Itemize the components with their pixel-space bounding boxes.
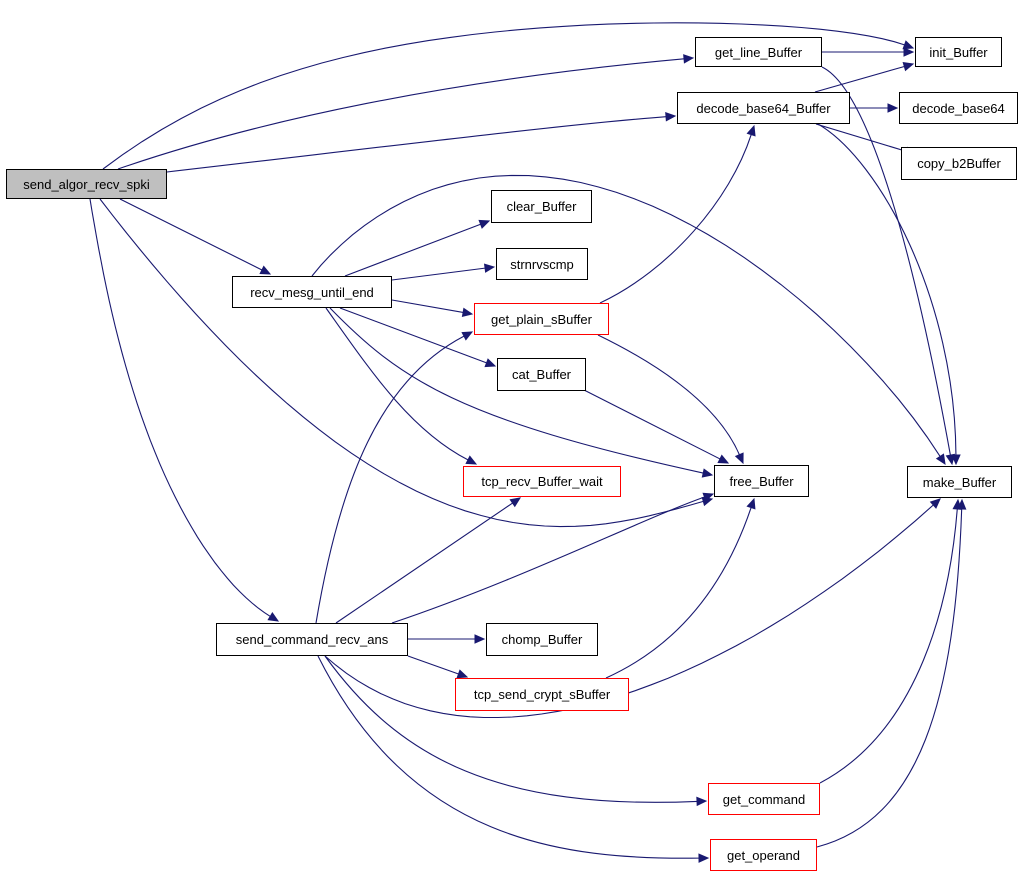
arrowhead-send_command_recv_ans-to-get_operand [698, 853, 710, 863]
arrowhead-get_line_Buffer-to-init_Buffer [903, 47, 915, 57]
arrowhead-send_command_recv_ans-to-get_command [696, 796, 708, 807]
arrowhead-recv_mesg_until_end-to-tcp_recv_Buffer_wait [465, 455, 478, 465]
node-send-algor-recv-spki: send_algor_recv_spki [6, 169, 167, 199]
node-chomp-buffer[interactable]: chomp_Buffer [486, 623, 598, 656]
arrowhead-send_algor_recv_spki-to-decode_base64_Buffer [665, 111, 677, 122]
arrowhead-tcp_send_crypt_sBuffer-to-free_Buffer [746, 497, 756, 510]
edge-send_command_recv_ans-to-get_plain_sBuffer [315, 335, 465, 624]
edge-recv_mesg_until_end-to-clear_Buffer [344, 223, 481, 277]
node-cat-buffer[interactable]: cat_Buffer [497, 358, 586, 391]
edge-decode_base64_Buffer-to-init_Buffer [814, 65, 905, 93]
edge-send_command_recv_ans-to-tcp_send_crypt_sBuffer [407, 655, 459, 675]
edge-recv_mesg_until_end-to-make_Buffer [311, 174, 941, 457]
node-init-buffer[interactable]: init_Buffer [915, 37, 1002, 67]
edge-send_algor_recv_spki-to-get_line_Buffer [117, 58, 685, 170]
arrowhead-decode_base64_Buffer-to-decode_base64 [887, 103, 899, 113]
node-get-line-buffer[interactable]: get_line_Buffer [695, 37, 822, 67]
edge-send_algor_recv_spki-to-init_Buffer [102, 22, 905, 170]
arrowhead-send_command_recv_ans-to-get_plain_sBuffer [461, 331, 474, 341]
arrowhead-cat_Buffer-to-free_Buffer [717, 454, 730, 464]
arrowhead-send_command_recv_ans-to-make_Buffer [929, 498, 941, 509]
node-recv-mesg-until-end[interactable]: recv_mesg_until_end [232, 276, 392, 308]
edge-send_algor_recv_spki-to-decode_base64_Buffer [166, 116, 667, 173]
edge-decode_base64_Buffer-to-make_Buffer [817, 123, 957, 456]
edge-send_command_recv_ans-to-make_Buffer [324, 504, 934, 719]
node-tcp-recv-buffer-wait[interactable]: tcp_recv_Buffer_wait [463, 466, 621, 497]
arrowhead-recv_mesg_until_end-to-clear_Buffer [478, 219, 491, 229]
edge-send_algor_recv_spki-to-free_Buffer [99, 198, 704, 528]
arrowhead-send_algor_recv_spki-to-send_command_recv_ans [267, 612, 280, 622]
arrowhead-recv_mesg_until_end-to-get_plain_sBuffer [461, 307, 474, 318]
edge-get_line_Buffer-to-make_Buffer [821, 66, 951, 456]
edge-send_command_recv_ans-to-free_Buffer [391, 496, 705, 624]
edge-send_command_recv_ans-to-tcp_recv_Buffer_wait [335, 502, 513, 624]
node-free-buffer[interactable]: free_Buffer [714, 465, 809, 497]
arrowhead-decode_base64_Buffer-to-make_Buffer [951, 454, 961, 466]
arrowhead-send_algor_recv_spki-to-init_Buffer [902, 40, 915, 50]
node-strnrvscmp[interactable]: strnrvscmp [496, 248, 588, 280]
edge-tcp_send_crypt_sBuffer-to-free_Buffer [605, 507, 752, 679]
arrowhead-decode_base64_Buffer-to-init_Buffer [902, 62, 915, 72]
node-tcp-send-crypt-sbuffer[interactable]: tcp_send_crypt_sBuffer [455, 678, 629, 711]
edge-recv_mesg_until_end-to-get_plain_sBuffer [391, 299, 464, 313]
edge-send_algor_recv_spki-to-send_command_recv_ans [89, 198, 271, 617]
arrowhead-recv_mesg_until_end-to-make_Buffer [935, 453, 946, 466]
node-clear-buffer[interactable]: clear_Buffer [491, 190, 592, 223]
edge-recv_mesg_until_end-to-free_Buffer [329, 307, 704, 474]
arrowhead-get_plain_sBuffer-to-free_Buffer [734, 452, 744, 465]
arrowhead-send_command_recv_ans-to-free_Buffer [702, 492, 715, 502]
node-send-command-recv-ans[interactable]: send_command_recv_ans [216, 623, 408, 656]
edge-get_command-to-make_Buffer [819, 508, 958, 784]
edge-send_command_recv_ans-to-get_operand [317, 655, 700, 859]
node-get-command[interactable]: get_command [708, 783, 820, 815]
edge-send_algor_recv_spki-to-recv_mesg_until_end [119, 198, 263, 271]
edge-recv_mesg_until_end-to-tcp_recv_Buffer_wait [325, 307, 469, 461]
node-get-operand[interactable]: get_operand [710, 839, 817, 871]
arrowhead-recv_mesg_until_end-to-cat_Buffer [484, 358, 497, 368]
edge-get_plain_sBuffer-to-decode_base64_Buffer [599, 134, 752, 304]
arrowhead-get_plain_sBuffer-to-decode_base64_Buffer [746, 124, 756, 137]
edge-recv_mesg_until_end-to-strnrvscmp [391, 267, 486, 281]
edge-get_operand-to-make_Buffer [816, 508, 963, 848]
arrowhead-send_algor_recv_spki-to-recv_mesg_until_end [259, 265, 272, 275]
node-make-buffer[interactable]: make_Buffer [907, 466, 1012, 498]
edge-cat_Buffer-to-free_Buffer [583, 389, 721, 460]
arrowhead-send_command_recv_ans-to-chomp_Buffer [474, 634, 486, 644]
arrowhead-send_command_recv_ans-to-tcp_recv_Buffer_wait [509, 497, 522, 508]
edge-recv_mesg_until_end-to-cat_Buffer [339, 307, 487, 364]
arrowhead-recv_mesg_until_end-to-free_Buffer [701, 468, 714, 478]
edge-decode_base64_Buffer-to-copy_b2Buffer [815, 123, 907, 152]
node-decode-base64-buffer[interactable]: decode_base64_Buffer [677, 92, 850, 124]
arrowhead-get_operand-to-make_Buffer [956, 498, 967, 510]
edge-send_command_recv_ans-to-get_command [324, 655, 698, 803]
edge-get_plain_sBuffer-to-free_Buffer [597, 334, 740, 455]
arrowhead-send_command_recv_ans-to-tcp_send_crypt_sBuffer [456, 669, 469, 679]
arrowhead-send_algor_recv_spki-to-get_line_Buffer [683, 54, 695, 64]
node-copy-b2buffer[interactable]: copy_b2Buffer [901, 147, 1017, 180]
node-get-plain-sbuffer[interactable]: get_plain_sBuffer [474, 303, 609, 335]
arrowhead-recv_mesg_until_end-to-strnrvscmp [483, 263, 496, 273]
node-decode-base64[interactable]: decode_base64 [899, 92, 1018, 124]
